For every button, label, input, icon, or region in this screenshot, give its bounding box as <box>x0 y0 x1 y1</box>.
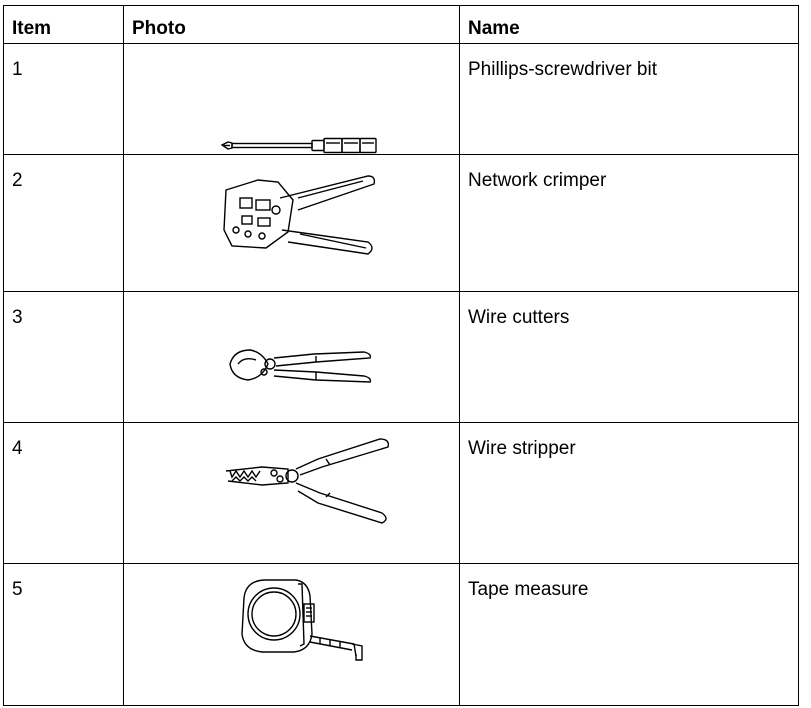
header-item: Item <box>3 5 124 44</box>
item-name: Wire stripper <box>459 422 799 564</box>
photo-cell <box>123 291 460 423</box>
tools-table: Item Photo Name 1 <box>3 5 799 706</box>
item-name: Phillips-screwdriver bit <box>459 43 799 155</box>
screwdriver-bit-icon <box>220 137 377 154</box>
table-header-row: Item Photo Name <box>3 5 799 44</box>
photo-cell <box>123 43 460 155</box>
wire-cutters-icon <box>229 349 372 383</box>
table-row: 2 Network crimper <box>3 154 799 292</box>
item-number: 1 <box>3 43 124 155</box>
item-name: Tape measure <box>459 563 799 706</box>
table-row: 1 Phillips-screwdriver bit <box>3 43 799 155</box>
item-number: 2 <box>3 154 124 292</box>
item-name: Wire cutters <box>459 291 799 423</box>
photo-cell <box>123 422 460 564</box>
item-name: Network crimper <box>459 154 799 292</box>
table-row: 5 Tape m <box>3 563 799 706</box>
item-number: 5 <box>3 563 124 706</box>
wire-stripper-icon <box>225 438 390 524</box>
item-number: 3 <box>3 291 124 423</box>
network-crimper-icon <box>223 175 376 255</box>
header-photo: Photo <box>123 5 460 44</box>
photo-cell <box>123 154 460 292</box>
table-row: 3 Wire cutters <box>3 291 799 423</box>
item-number: 4 <box>3 422 124 564</box>
tape-measure-icon <box>241 579 363 661</box>
photo-cell <box>123 563 460 706</box>
table-row: 4 Wire stripper <box>3 422 799 564</box>
header-name: Name <box>459 5 799 44</box>
